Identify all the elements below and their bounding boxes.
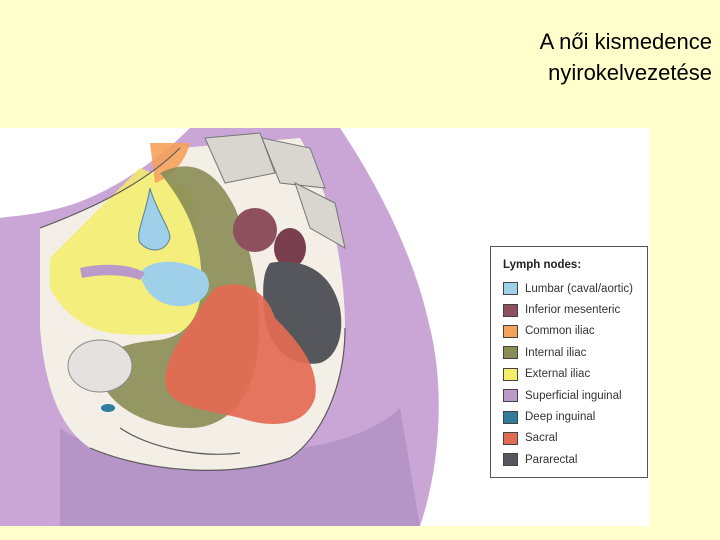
- legend-swatch-lumbar: [503, 282, 518, 295]
- legend-item-deep-inguinal: Deep inguinal: [503, 406, 647, 427]
- legend-label: Sacral: [525, 432, 558, 444]
- legend-swatch-inferior-mesenteric: [503, 304, 518, 317]
- pubic-bone: [68, 340, 132, 392]
- legend-item-common-iliac: Common iliac: [503, 321, 647, 342]
- legend-label: External iliac: [525, 368, 590, 380]
- deep-inguinal-zone: [101, 404, 115, 412]
- legend-item-sacral: Sacral: [503, 428, 647, 449]
- legend-label: Common iliac: [525, 325, 595, 337]
- legend-label: Superficial inguinal: [525, 390, 622, 402]
- legend-swatch-sacral: [503, 432, 518, 445]
- title-line-1: A női kismedence: [540, 26, 712, 57]
- legend-item-external-iliac: External iliac: [503, 364, 647, 385]
- legend-swatch-superficial-inguinal: [503, 389, 518, 402]
- legend-item-pararectal: Pararectal: [503, 449, 647, 470]
- lymph-nodes-legend: Lymph nodes: Lumbar (caval/aortic) Infer…: [490, 246, 648, 478]
- legend-swatch-external-iliac: [503, 368, 518, 381]
- slide-title: A női kismedence nyirokelvezetése: [540, 26, 712, 88]
- legend-item-superficial-inguinal: Superficial inguinal: [503, 385, 647, 406]
- legend-title: Lymph nodes:: [503, 259, 647, 271]
- legend-swatch-internal-iliac: [503, 346, 518, 359]
- legend-label: Deep inguinal: [525, 411, 595, 423]
- title-line-2: nyirokelvezetése: [540, 57, 712, 88]
- legend-label: Pararectal: [525, 454, 577, 466]
- legend-label: Internal iliac: [525, 347, 586, 359]
- legend-swatch-deep-inguinal: [503, 411, 518, 424]
- legend-label: Lumbar (caval/aortic): [525, 283, 633, 295]
- inferior-mesenteric-zone: [233, 208, 277, 252]
- legend-swatch-pararectal: [503, 453, 518, 466]
- legend-item-inferior-mesenteric: Inferior mesenteric: [503, 299, 647, 320]
- legend-swatch-common-iliac: [503, 325, 518, 338]
- legend-item-lumbar: Lumbar (caval/aortic): [503, 278, 647, 299]
- legend-label: Inferior mesenteric: [525, 304, 620, 316]
- legend-item-internal-iliac: Internal iliac: [503, 342, 647, 363]
